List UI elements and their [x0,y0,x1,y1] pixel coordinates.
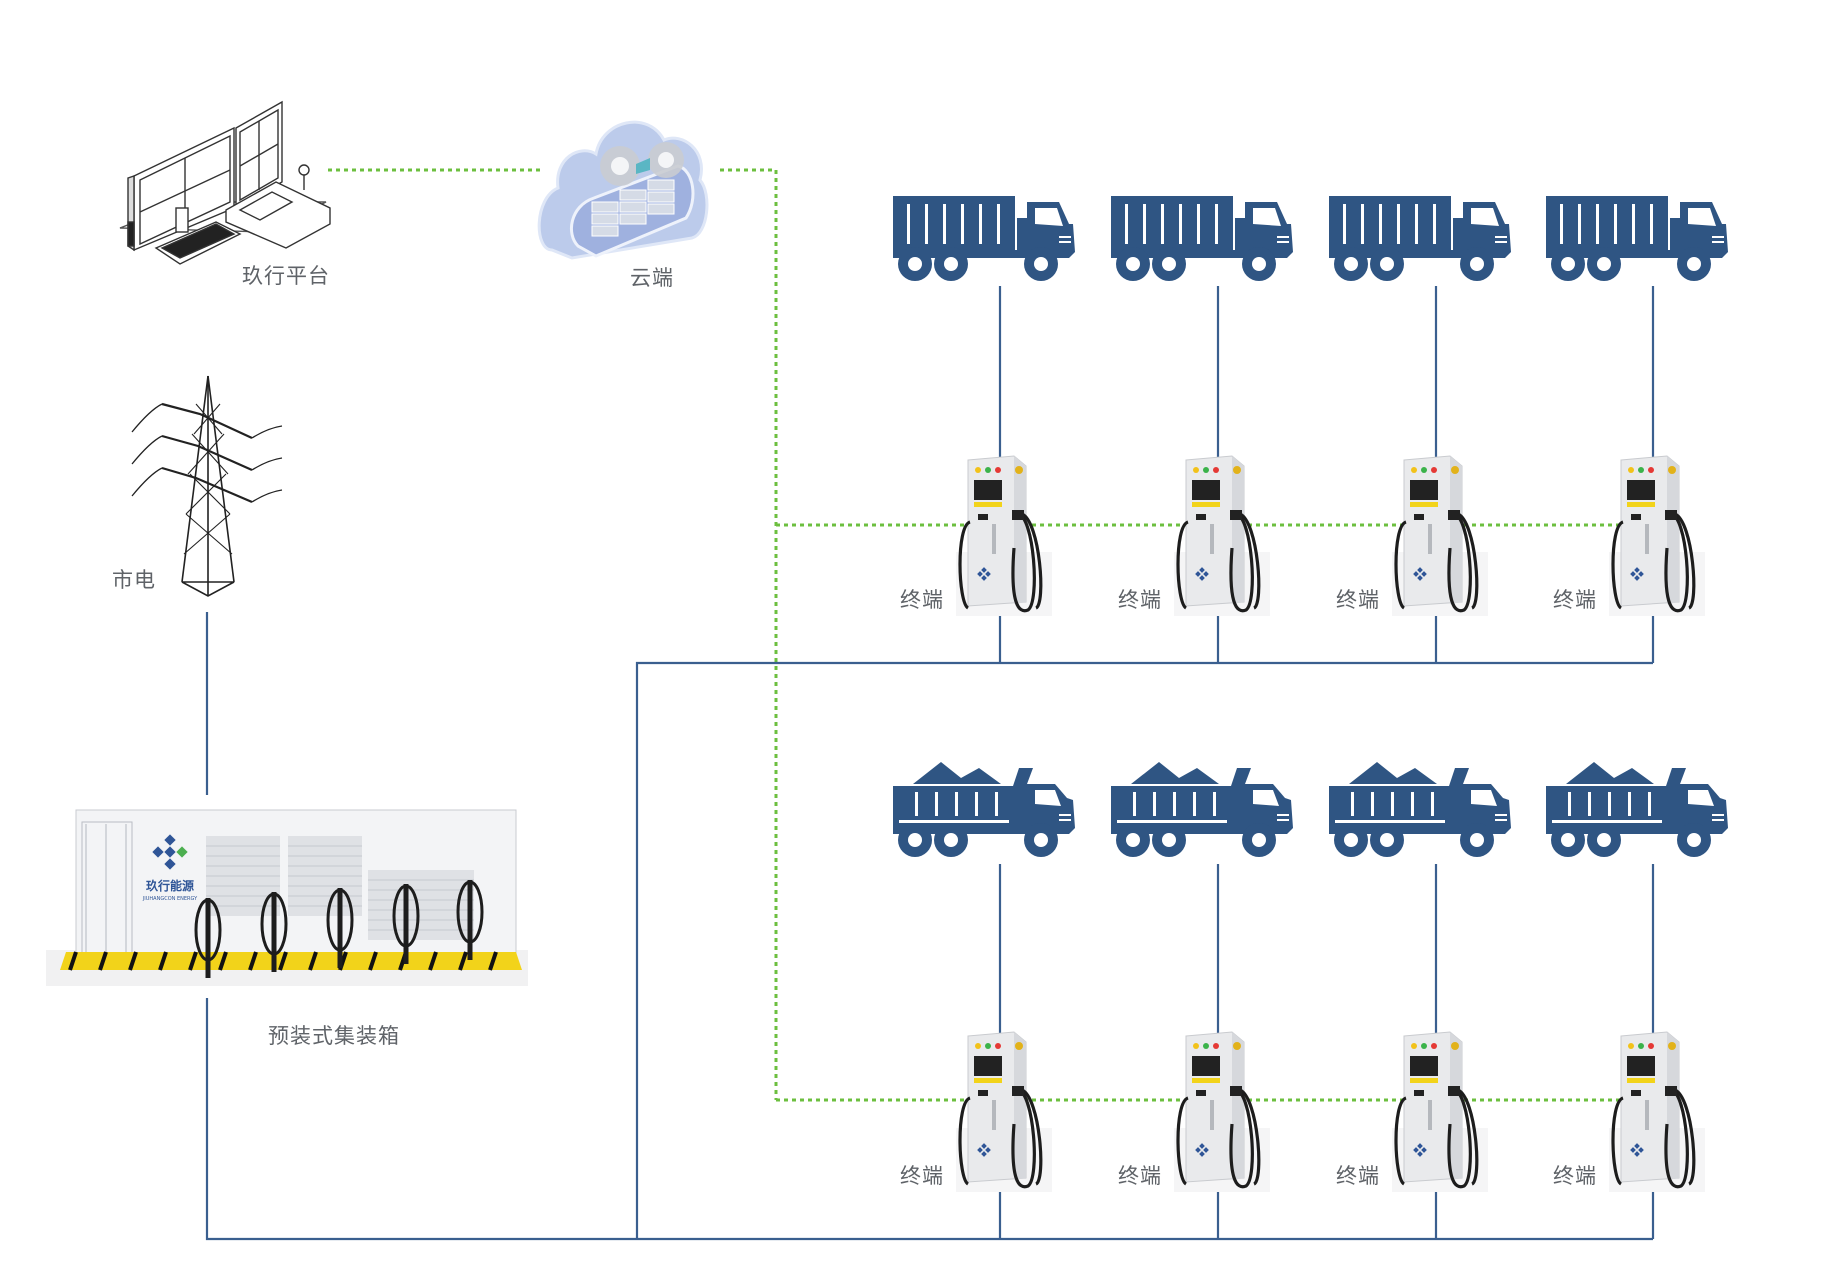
charging-terminal-3[interactable] [1392,1028,1488,1192]
charging-terminal-4[interactable] [1609,452,1705,616]
charging-terminal-1[interactable] [956,1028,1052,1192]
charger-icon [956,455,1052,616]
cloud-server-icon [537,120,709,260]
power-lines [205,612,1653,1241]
terminal-label: 终端 [1553,588,1597,612]
platform-node[interactable] [116,98,334,270]
box-truck-icon [893,196,1075,281]
vehicle-1[interactable] [893,762,1077,860]
terminal-label: 终端 [1118,588,1162,612]
container-label: 预装式集装箱 [268,1024,400,1048]
charger-icon [956,1031,1052,1192]
charger-icon [1174,455,1270,616]
power-line-container-bus [205,998,1653,1241]
vehicle-2[interactable] [1111,762,1295,860]
container-brand-cn: 玖行能源 [146,878,194,893]
charger-icon [1392,455,1488,616]
grid-label: 市电 [112,568,156,592]
platform-label: 玖行平台 [242,264,330,288]
vehicle-3[interactable] [1329,196,1513,284]
vehicle-2[interactable] [1111,196,1295,284]
box-truck-icon [1111,196,1293,281]
vehicle-1[interactable] [893,196,1077,284]
dump-truck-icon [1111,762,1293,857]
terminal-label: 终端 [900,1164,944,1188]
terminal-label: 终端 [1336,588,1380,612]
dump-truck-icon [893,762,1075,857]
dump-truck-icon [1546,762,1728,857]
terminal-label: 终端 [1118,1164,1162,1188]
terminal-label: 终端 [900,588,944,612]
cloud-label: 云端 [630,266,674,290]
vehicle-4[interactable] [1546,196,1730,284]
cloud-node[interactable] [532,110,710,260]
charging-terminal-2[interactable] [1174,452,1270,616]
charging-terminal-1[interactable] [956,452,1052,616]
workstation-icon [119,100,331,265]
terminal-label: 终端 [1336,1164,1380,1188]
grid-node[interactable] [131,374,284,598]
container-node[interactable]: 玖行能源 JIUHANGCON ENERGY [46,800,528,986]
charging-terminal-3[interactable] [1392,452,1488,616]
vehicle-3[interactable] [1329,762,1513,860]
vehicle-4[interactable] [1546,762,1730,860]
data-lines [328,168,1650,1102]
data-line-cloud-trunk [720,168,778,1100]
power-tower-icon [131,375,283,597]
charger-icon [1609,455,1705,616]
container-brand-en: JIUHANGCON ENERGY [142,896,198,902]
box-truck-icon [1546,196,1728,281]
terminal-label: 终端 [1553,1164,1597,1188]
power-line-row1-bus [635,661,1653,1239]
charger-icon [1392,1031,1488,1192]
dump-truck-icon [1329,762,1511,857]
charging-terminal-2[interactable] [1174,1028,1270,1192]
container-icon: 玖行能源 JIUHANGCON ENERGY [46,809,528,986]
charger-icon [1174,1031,1270,1192]
charger-icon [1609,1031,1705,1192]
charging-terminal-4[interactable] [1609,1028,1705,1192]
box-truck-icon [1329,196,1511,281]
